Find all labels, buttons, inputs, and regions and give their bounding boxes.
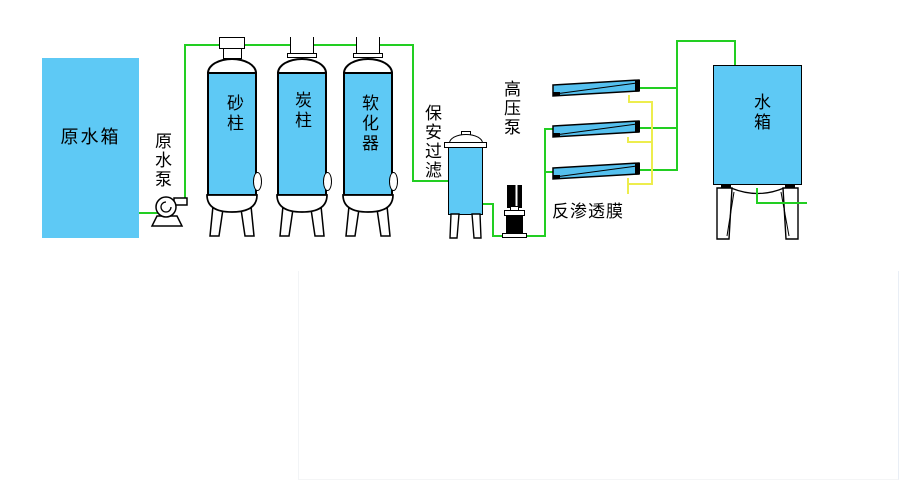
- green-pipe-segment: [544, 171, 557, 173]
- yellow-pipe-segment: [651, 101, 653, 185]
- green-pipe-segment: [412, 180, 449, 182]
- yellow-pipe-segment: [628, 101, 653, 103]
- softener-neck: [356, 37, 380, 54]
- carbon-column-neck: [290, 37, 314, 54]
- softener-tank: [343, 72, 393, 196]
- green-pipe-segment: [756, 202, 807, 204]
- green-pipe-segment: [492, 203, 494, 237]
- security-filter-vessel: [448, 147, 483, 215]
- high-pressure-pump-band: [504, 210, 525, 216]
- security-filter-legs: [449, 213, 482, 239]
- green-pipe-segment: [676, 40, 736, 42]
- carbon-column-side-port: [323, 172, 332, 191]
- carbon-column-dome: [277, 58, 327, 73]
- security-filter-label: 保安过滤: [422, 104, 441, 180]
- ro-membrane-2: [552, 120, 640, 138]
- raw-water-pump-label: 原水泵: [152, 132, 171, 189]
- water-tank-label: 水箱: [751, 93, 770, 133]
- softener-dome: [343, 58, 393, 73]
- yellow-pipe-segment: [628, 95, 630, 103]
- softener-side-port: [389, 172, 398, 191]
- green-pipe-segment: [544, 128, 546, 237]
- sand-column-dome: [207, 58, 257, 73]
- sand-column-label: 砂柱: [224, 94, 243, 134]
- yellow-pipe-segment: [627, 183, 653, 185]
- carbon-column-label: 炭柱: [292, 91, 311, 131]
- ro-membrane-1: [552, 79, 640, 97]
- ro-membrane-label: 反渗透膜: [552, 202, 624, 221]
- raw-water-pump: [150, 196, 188, 227]
- softener-label: 软化器: [359, 94, 378, 154]
- yellow-drain-stub: [627, 178, 629, 194]
- yellow-pipe-segment: [627, 137, 629, 143]
- sand-column-base: [206, 194, 258, 237]
- green-pipe-segment: [544, 128, 557, 130]
- sand-column-tank: [207, 72, 257, 196]
- green-pipe-segment: [734, 40, 736, 66]
- green-pipe-segment: [412, 44, 414, 182]
- blank-region-border: [298, 271, 899, 480]
- high-pressure-pump-motor: [507, 185, 522, 208]
- green-pipe-segment: [676, 40, 678, 171]
- high-pressure-pump-body: [506, 216, 523, 233]
- green-pipe-segment: [638, 87, 678, 89]
- green-pipe-segment: [139, 212, 159, 214]
- green-pipe-segment: [638, 169, 678, 171]
- raw-water-tank: [42, 58, 139, 238]
- water-tank-legs: [716, 184, 799, 240]
- yellow-pipe-segment: [627, 141, 653, 143]
- green-pipe-segment: [184, 44, 186, 200]
- ro-membrane-3: [552, 162, 640, 180]
- green-pipe-segment: [483, 203, 494, 205]
- carbon-column-base: [276, 194, 328, 237]
- sand-column-side-port: [253, 172, 262, 191]
- green-pipe-segment: [756, 188, 758, 204]
- raw-water-tank-label: 原水箱: [60, 127, 121, 147]
- softener-base: [342, 194, 394, 237]
- high-pressure-pump-base: [502, 233, 527, 238]
- high-pressure-pump-label: 高压泵: [501, 80, 520, 137]
- carbon-column-tank: [277, 72, 327, 196]
- water-tank: [713, 65, 802, 185]
- green-pipe-segment: [638, 127, 678, 129]
